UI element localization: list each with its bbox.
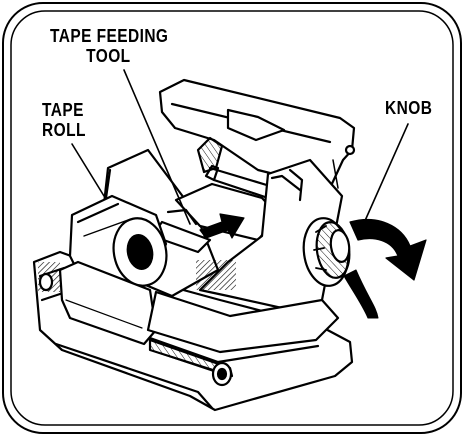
label-tape-roll: TAPE ROLL: [42, 100, 86, 140]
label-tape-roll-line1: TAPE: [42, 100, 84, 120]
leader-tape-roll: [71, 143, 105, 197]
rotation-arrow: [349, 218, 427, 281]
label-tape-feeding-tool: TAPE FEEDING TOOL: [50, 26, 168, 66]
label-tape-roll-line2: ROLL: [42, 120, 86, 140]
leader-tape-feeding-tool: [123, 69, 191, 225]
label-tape-feeding-tool-line2: TOOL: [86, 46, 131, 66]
label-knob: KNOB: [385, 98, 433, 118]
printer-drawing: [32, 69, 427, 412]
feed-arrow: [199, 213, 245, 239]
frame-border-inner: [10, 10, 454, 426]
left-knob: [38, 272, 54, 292]
front-roller: [148, 338, 234, 378]
leader-knob: [359, 123, 409, 233]
label-tape-feeding-tool-line1: TAPE FEEDING: [50, 26, 169, 46]
front-plate: [146, 290, 340, 354]
